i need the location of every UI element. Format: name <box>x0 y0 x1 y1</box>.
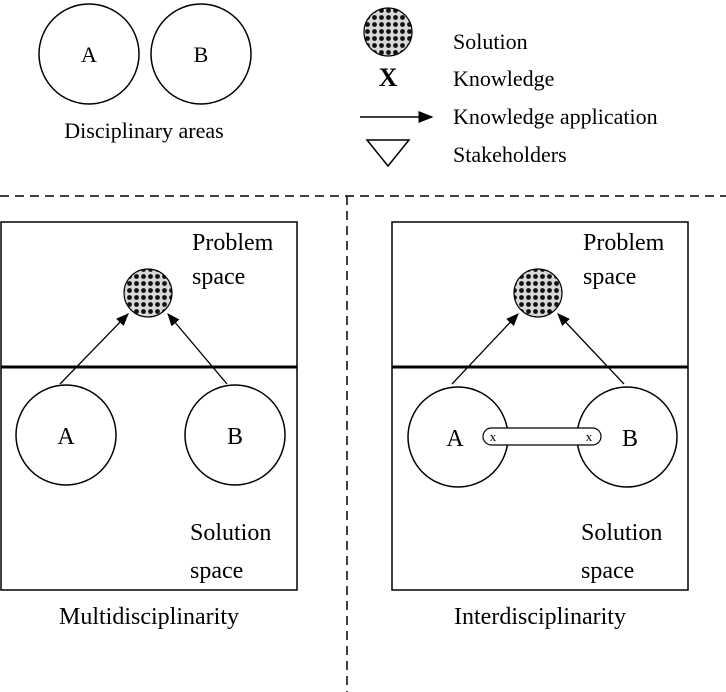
multidisciplinarity-panel: Problem space A B Solution space Multidi… <box>0 221 298 630</box>
multi-circle-a <box>15 384 117 486</box>
legend-solution-icon <box>363 7 413 57</box>
legend-solution-label: Solution <box>453 29 528 54</box>
multi-problem-space-line1: Problem <box>192 230 274 256</box>
legend-stakeholders-triangle-icon <box>365 139 411 168</box>
multi-circle-a-label: A <box>57 424 75 450</box>
multi-solution-space-line1: Solution <box>190 520 271 546</box>
multi-problem-space-line2: space <box>192 264 245 290</box>
legend-circle-a-label: A <box>81 42 97 67</box>
inter-solution-space-line2: space <box>581 558 634 584</box>
inter-solution-space-line1: Solution <box>581 520 662 546</box>
interdisciplinarity-panel: Problem space x x A B Solution space Int… <box>391 221 689 630</box>
legend-disciplinary-areas: A B Disciplinary areas <box>38 3 252 143</box>
legend-disciplinary-areas-label: Disciplinary areas <box>64 118 223 143</box>
legend-circle-b <box>150 3 252 105</box>
inter-arrow-b <box>557 313 625 385</box>
multi-arrow-a <box>59 313 129 385</box>
legend-symbols: Solution X Knowledge Knowledge applicati… <box>360 7 658 168</box>
inter-circle-b-label: B <box>622 426 638 452</box>
inter-problem-space-line2: space <box>583 264 636 290</box>
multi-solution-space-line2: space <box>190 558 243 584</box>
multi-circle-b-label: B <box>227 424 243 450</box>
legend-circle-b-label: B <box>194 42 209 67</box>
inter-knowledge-bridge <box>482 427 602 446</box>
multi-solution-icon <box>123 268 173 318</box>
legend-stakeholders-label: Stakeholders <box>453 142 567 167</box>
legend-knowledge-icon: X <box>379 63 398 92</box>
inter-solution-icon <box>513 268 563 318</box>
multi-circle-b <box>184 384 286 486</box>
inter-problem-space-line1: Problem <box>583 230 665 256</box>
inter-caption: Interdisciplinarity <box>454 604 626 630</box>
inter-knowledge-icon-right: x <box>586 429 593 444</box>
legend-circle-a <box>38 3 140 105</box>
inter-frame <box>391 221 689 591</box>
inter-knowledge-icon-left: x <box>490 429 497 444</box>
multi-arrow-b <box>167 313 228 385</box>
legend-knowledge-application-label: Knowledge application <box>453 104 658 129</box>
inter-circle-a-label: A <box>446 426 464 452</box>
multi-frame <box>0 221 298 591</box>
multi-caption: Multidisciplinarity <box>59 604 239 630</box>
inter-arrow-a <box>451 313 519 385</box>
legend-knowledge-label: Knowledge <box>453 66 554 91</box>
